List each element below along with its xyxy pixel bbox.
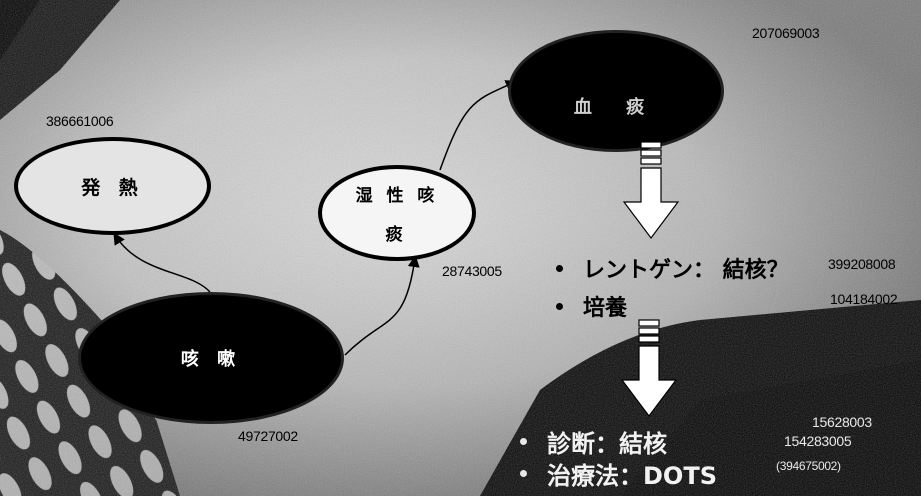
bullet-dot — [520, 438, 527, 445]
result-treatment: 治療法：DOTS — [520, 456, 717, 491]
bullet-dot — [556, 264, 563, 272]
node-wet-cough-label-2: 痰 — [385, 225, 409, 245]
node-fever-label: 発 熱 — [81, 176, 144, 199]
node-wet-cough: 湿 性 咳 痰 — [318, 165, 476, 261]
result-diagnosis: 診断：結核 — [520, 424, 667, 459]
result-diagnosis-label: 診断：結核 — [547, 430, 667, 458]
arrow-cough-to-fever — [113, 232, 211, 293]
result-diagnosis-code-1: 15628003 — [812, 414, 872, 430]
down-arrow-2 — [620, 319, 678, 417]
result-diagnosis-code-2: 154283005 — [784, 433, 852, 449]
node-bloody-sputum-label: 血 痰 — [573, 97, 659, 118]
down-arrow-1 — [622, 141, 680, 239]
exam-xray: レントゲン： 結核？ — [556, 252, 789, 284]
node-cough-code: 49727002 — [238, 428, 298, 444]
arrow-cough-to-wetcough — [344, 255, 420, 356]
node-fever: 発 熱 — [14, 137, 211, 235]
exam-culture-label: 培養 — [583, 296, 628, 321]
node-cough-label: 咳 嗽 — [180, 349, 242, 370]
node-wet-cough-code: 28743005 — [442, 263, 502, 279]
node-cough: 咳 嗽 — [78, 292, 344, 424]
result-treatment-label: 治療法：DOTS — [547, 462, 717, 490]
bullet-dot — [520, 470, 527, 477]
result-treatment-code: (394675002) — [776, 459, 841, 473]
node-wet-cough-label-1: 湿 性 咳 — [355, 186, 439, 206]
exam-xray-label: レントゲン： 結核？ — [583, 258, 789, 283]
exam-culture-code: 104184002 — [830, 291, 898, 307]
node-bloody-sputum: 血 痰 — [508, 30, 724, 152]
exam-culture: 培養 — [556, 290, 627, 322]
arrow-wetcough-to-bloody — [439, 80, 518, 171]
node-bloody-sputum-code: 207069003 — [752, 25, 820, 41]
node-fever-code: 386661006 — [46, 113, 114, 129]
exam-xray-code: 399208008 — [828, 256, 896, 272]
bullet-dot — [556, 302, 563, 310]
